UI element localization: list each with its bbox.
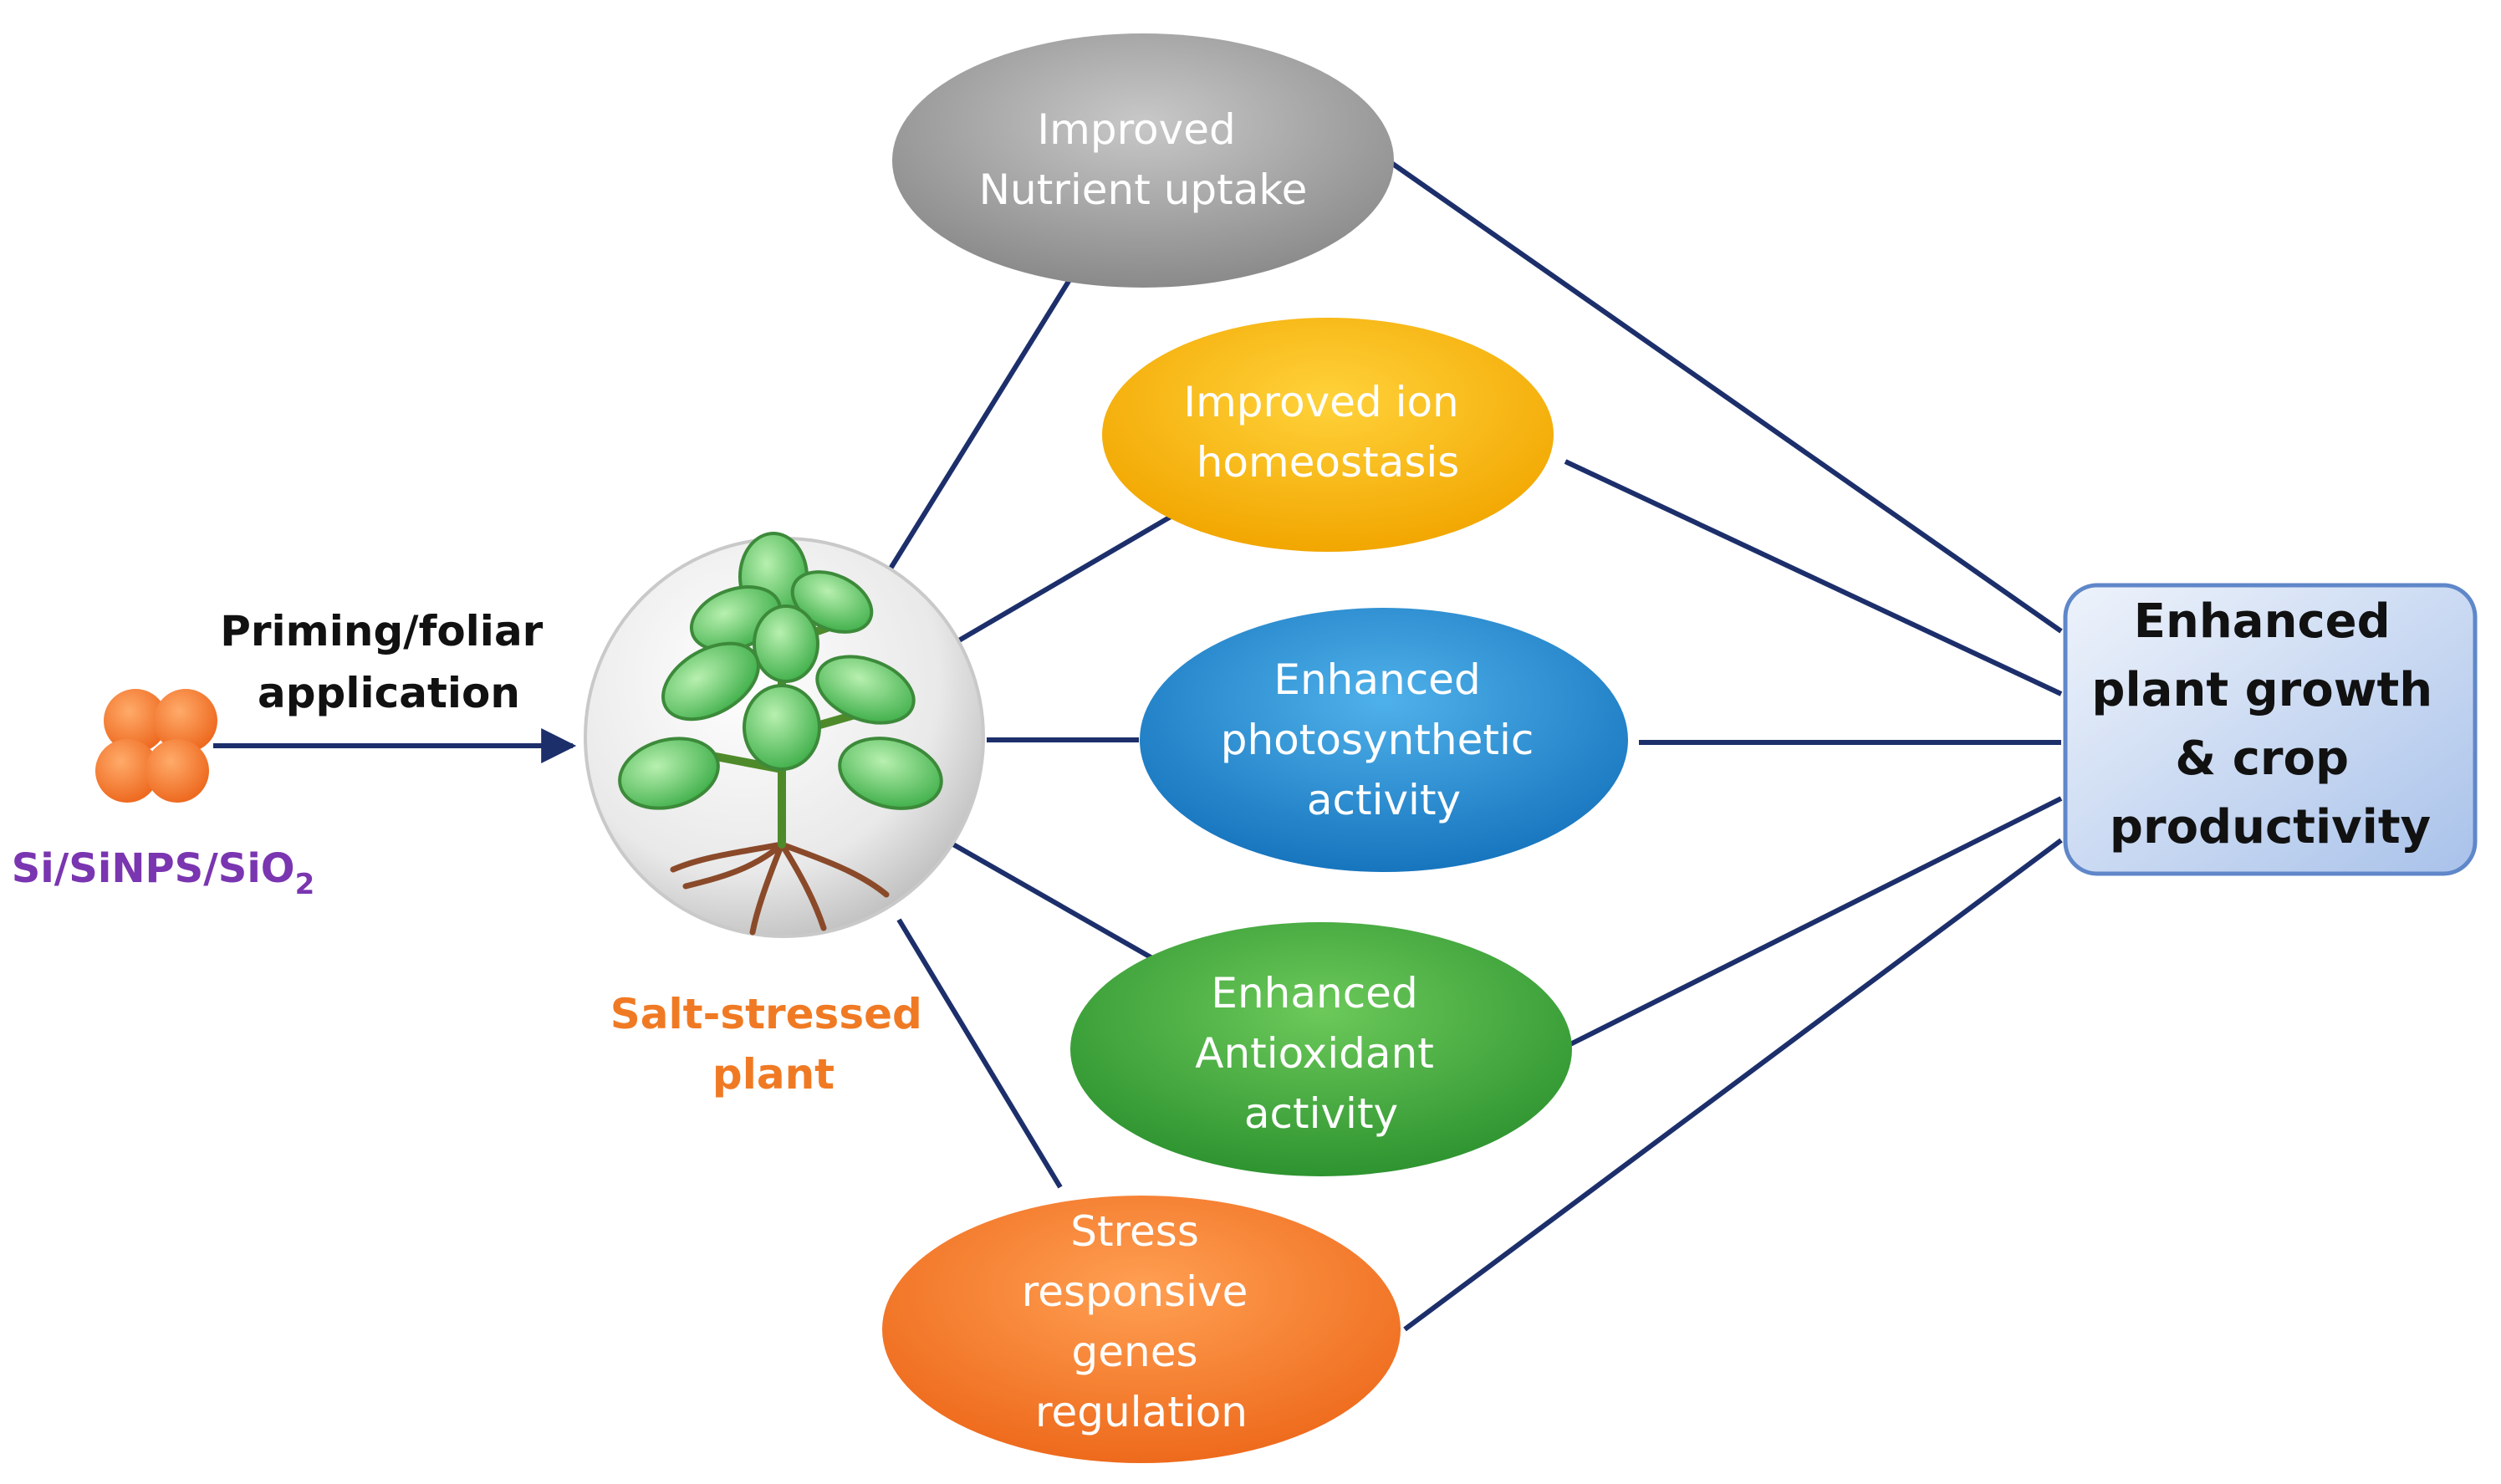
- effect-nutrient-text: Improved Nutrient uptake: [979, 105, 1308, 214]
- line-ion-outcome: [1564, 459, 2063, 696]
- line-plant-ion: [952, 514, 1172, 646]
- effect-stress-oval: Stress responsive genes regulation: [882, 1196, 1401, 1463]
- effect-nutrient-oval: Improved Nutrient uptake: [892, 33, 1394, 288]
- effect-antiox-text: Enhanced Antioxidant activity: [1195, 969, 1447, 1138]
- connector-lines: [213, 158, 2063, 1332]
- effect-ion-text: Improved ion homeostasis: [1183, 378, 1472, 487]
- source-label: Si/SiNPS/SiO2: [12, 845, 315, 901]
- line-plant-antiox: [952, 842, 1160, 964]
- effect-photo-oval: Enhanced photosynthetic activity: [1140, 608, 1628, 872]
- line-nutrient-outcome: [1386, 158, 2063, 634]
- plant-label: Salt-stressed plant: [610, 990, 937, 1099]
- application-label: Priming/foliar application: [220, 607, 558, 717]
- outcome-text: Enhanced plant growth & crop productivit…: [2091, 594, 2448, 854]
- line-antiox-outcome: [1564, 796, 2063, 1049]
- effect-antiox-oval: Enhanced Antioxidant activity: [1070, 922, 1572, 1176]
- line-stress-outcome: [1403, 838, 2063, 1332]
- nanoparticle-cluster-icon: [95, 689, 217, 803]
- outcome-box: Enhanced plant growth & crop productivit…: [2063, 583, 2478, 876]
- line-plant-stress: [896, 918, 1063, 1189]
- line-plant-nutrient: [888, 274, 1074, 570]
- effect-photo-text: Enhanced photosynthetic activity: [1221, 655, 1548, 824]
- effect-ion-oval: Improved ion homeostasis: [1102, 318, 1554, 552]
- salt-stressed-plant-icon: [584, 532, 985, 938]
- effect-stress-text: Stress responsive genes regulation: [1022, 1207, 1262, 1436]
